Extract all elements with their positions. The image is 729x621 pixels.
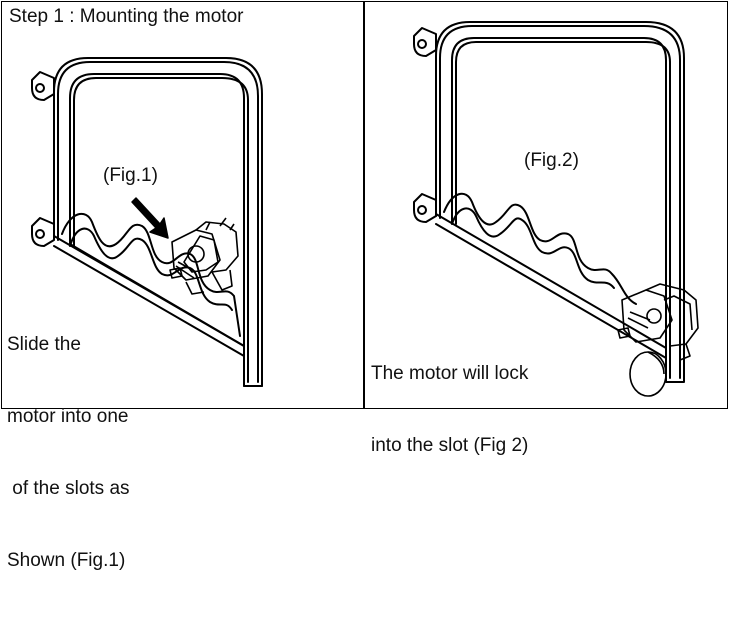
figure-1-label: (Fig.1) xyxy=(103,165,158,186)
frame-fig2 xyxy=(413,21,685,383)
figure-1-caption: Slide the motor into one of the slots as… xyxy=(7,285,130,621)
figure-2-label: (Fig.2) xyxy=(524,150,579,171)
caption-line: motor into one xyxy=(7,406,129,427)
caption-line: Slide the xyxy=(7,334,81,355)
frame-fig1 xyxy=(31,57,263,387)
caption-line: Shown (Fig.1) xyxy=(7,550,126,571)
panel-divider xyxy=(363,1,365,409)
caption-line: of the slots as xyxy=(7,478,130,499)
line-drawing xyxy=(31,21,699,397)
caption-line: The motor will lock xyxy=(371,363,529,384)
insert-arrow xyxy=(131,197,169,239)
instruction-sheet: Step 1 : Mounting the motor (Fig.1) (Fig… xyxy=(0,0,729,571)
motor-fig2 xyxy=(617,283,699,397)
motor-fig1 xyxy=(169,217,239,295)
sheet-border xyxy=(1,1,728,409)
step-title: Step 1 : Mounting the motor xyxy=(9,6,244,27)
figure-2-caption: The motor will lock into the slot (Fig 2… xyxy=(371,314,528,506)
caption-line: into the slot (Fig 2) xyxy=(371,435,529,456)
